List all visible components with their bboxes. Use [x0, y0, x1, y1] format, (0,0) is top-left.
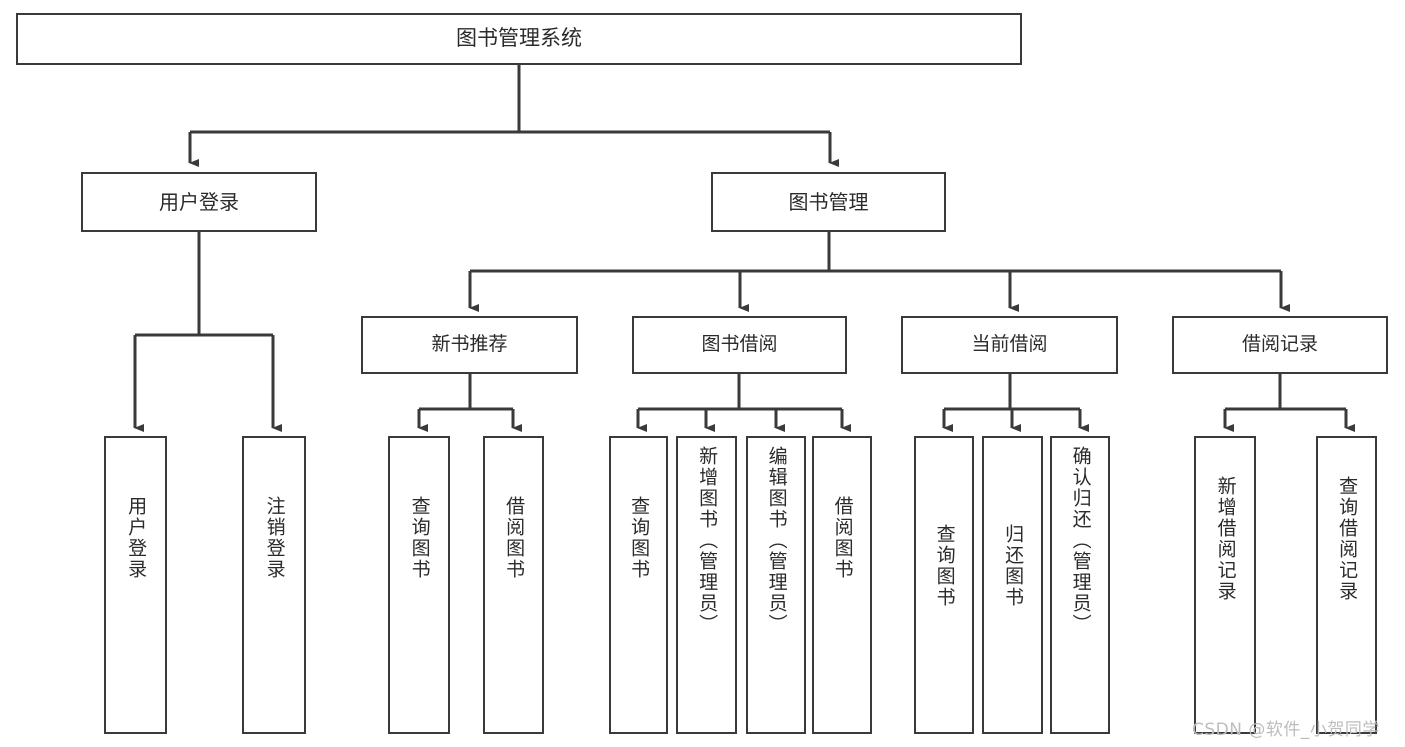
node-label: 借阅图书: [831, 496, 854, 580]
node-label: 编辑图书（管理员）: [765, 446, 788, 635]
node-label: 图书管理: [788, 189, 869, 214]
node-label: 确认归还（管理员）: [1069, 446, 1092, 635]
node-label: 归还图书: [1002, 524, 1025, 608]
leaf-current-borrow-return-book[interactable]: 归还图书: [982, 436, 1043, 734]
node-new-book-recommend[interactable]: 新书推荐: [361, 316, 578, 374]
node-borrow-records[interactable]: 借阅记录: [1172, 316, 1388, 374]
csdn-watermark: CSDN @软件_小贺同学: [1192, 720, 1380, 740]
leaf-user-login-login[interactable]: 用户登录: [104, 436, 167, 734]
leaf-user-login-logout[interactable]: 注销登录: [242, 436, 306, 734]
leaf-new-book-borrow-book[interactable]: 借阅图书: [483, 436, 544, 734]
node-label: 新书推荐: [431, 333, 508, 356]
leaf-current-borrow-query-book[interactable]: 查询图书: [914, 436, 974, 734]
node-label: 查询图书: [933, 524, 956, 608]
node-root-book-management-system[interactable]: 图书管理系统: [16, 13, 1022, 65]
leaf-borrow-records-query-record[interactable]: 查询借阅记录: [1316, 436, 1377, 734]
node-label: 新增图书（管理员）: [696, 446, 719, 635]
node-label: 用户登录: [125, 496, 148, 580]
leaf-book-borrow-borrow-book[interactable]: 借阅图书: [812, 436, 872, 734]
node-label: 用户登录: [159, 189, 239, 214]
node-label: 当前借阅: [971, 333, 1048, 356]
leaf-book-borrow-edit-book-admin[interactable]: 编辑图书（管理员）: [746, 436, 806, 734]
node-user-login[interactable]: 用户登录: [81, 172, 317, 232]
node-label: 查询图书: [408, 496, 431, 580]
node-label: 借阅记录: [1241, 333, 1318, 356]
node-label: 查询借阅记录: [1336, 476, 1359, 602]
leaf-borrow-records-add-record[interactable]: 新增借阅记录: [1194, 436, 1256, 734]
node-book-management[interactable]: 图书管理: [711, 172, 946, 232]
leaf-book-borrow-query-book[interactable]: 查询图书: [609, 436, 668, 734]
node-book-borrow[interactable]: 图书借阅: [632, 316, 847, 374]
node-label: 图书管理系统: [456, 26, 582, 51]
leaf-book-borrow-add-book-admin[interactable]: 新增图书（管理员）: [676, 436, 737, 734]
node-label: 查询图书: [628, 496, 651, 580]
node-label: 注销登录: [263, 496, 286, 580]
leaf-current-borrow-confirm-return-admin[interactable]: 确认归还（管理员）: [1050, 436, 1110, 734]
leaf-new-book-query-book[interactable]: 查询图书: [388, 436, 450, 734]
node-current-borrow[interactable]: 当前借阅: [901, 316, 1118, 374]
node-label: 图书借阅: [701, 333, 778, 356]
node-label: 借阅图书: [503, 496, 526, 580]
node-label: 新增借阅记录: [1214, 476, 1237, 602]
